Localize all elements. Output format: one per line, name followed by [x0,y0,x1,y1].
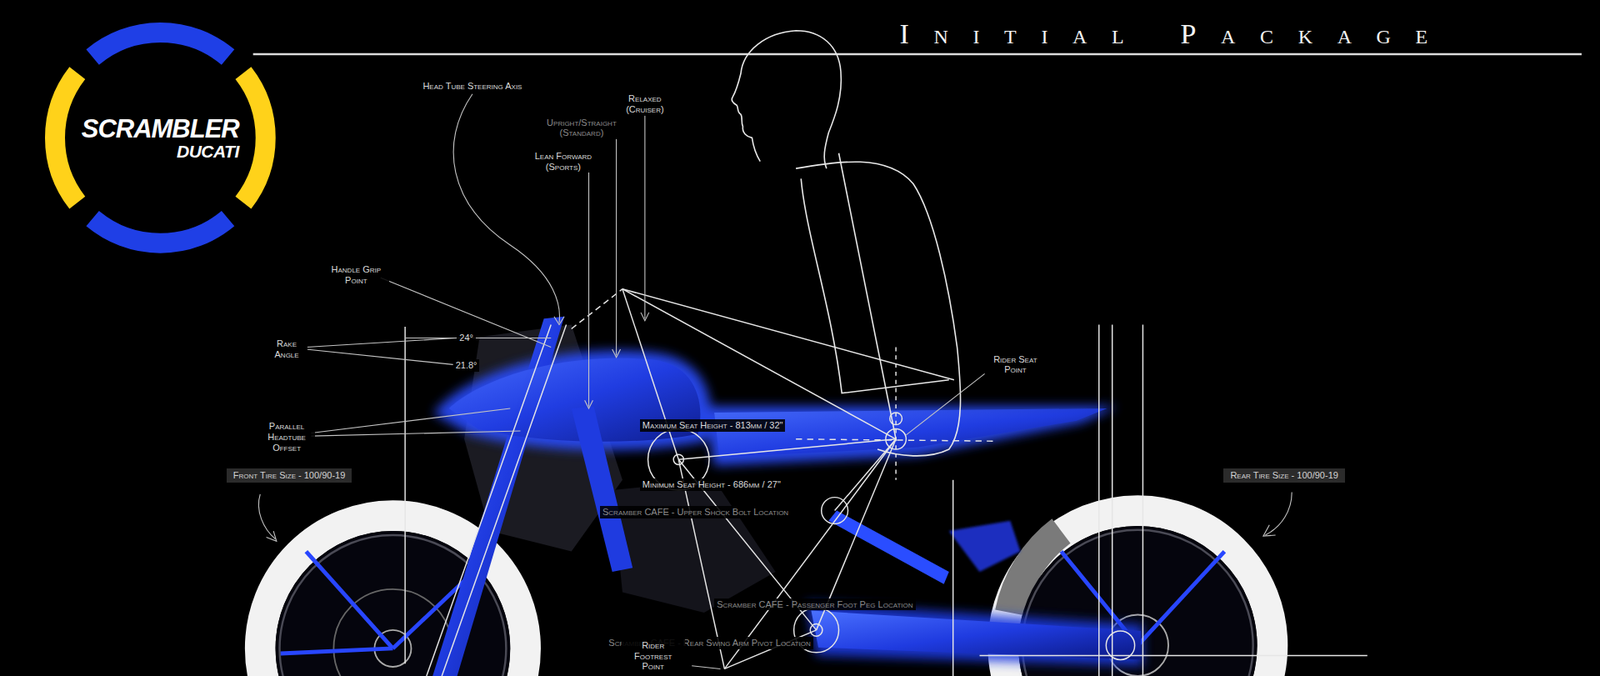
leader-lines [640,312,650,321]
geometry-lines [622,289,955,380]
rider-silhouette [800,178,950,393]
blue-body [949,520,1021,572]
geometry-lines [952,480,954,676]
geometry-lines [1142,325,1144,676]
logo-arc [55,73,78,204]
logo-arc [92,218,228,244]
geometry-lines [724,630,816,670]
callout-label: Parallel Headtube Offset [258,420,315,454]
geometry-lines [980,655,1368,656]
leader-lines [1265,491,1292,535]
geometry-lines [835,439,896,511]
blue-body-glow [805,602,1143,666]
tire-size-tag: Rear Tire Size - 100/90-19 [1223,468,1345,483]
leader-lines [258,494,275,540]
header-rule [253,53,1582,55]
callout-label: 21.8° [453,359,480,372]
callout-label: Lean Forward (Sports) [523,150,604,173]
geometry-lines [724,439,896,670]
callout-label: Handle Grip Point [322,263,390,286]
geometry-lines [895,347,896,480]
blue-body-glow [704,406,1118,466]
geometry-lines [678,439,896,460]
geometry-lines [441,325,566,676]
callout-label: Rake Angle [265,337,308,360]
leader-lines [258,94,1292,670]
rear-wheel [1137,551,1225,646]
blue-body-glow [433,350,710,451]
geometry-lines [1111,325,1113,676]
leader-lines [266,530,277,541]
callout-label: Maximum Seat Height - 813mm / 32" [640,419,786,432]
geometry-lines [1105,630,1135,660]
engine-ghost [612,480,776,613]
callout-label: Rider Footrest Point [621,639,685,673]
callout-label: Relaxed (Cruiser) [616,92,674,115]
leader-lines [585,400,594,409]
geometry-lines [622,289,679,460]
callout-label: Minimum Seat Height - 686mm / 27" [640,478,784,491]
leader-lines [310,408,510,433]
leader-lines [644,114,645,319]
tire-size-text: Front Tire Size - 100/90-19 [233,470,345,481]
leader-lines [1263,525,1276,536]
callout-label: Scramber CAFE - Upper Shock Bolt Locatio… [600,505,791,519]
logo-wordmark: SCRAMBLERDUCATI [81,115,240,160]
blue-body [810,610,1141,660]
geometry-lines [821,497,849,525]
leader-lines [405,337,551,339]
geometry-lines [426,325,551,676]
rider-silhouette [731,30,960,456]
tire-size-tag: Front Tire Size - 100/90-19 [226,468,352,483]
leader-lines [588,170,590,407]
callout-label: 24° [456,331,476,345]
logo-brand: SCRAMBLER [81,115,240,142]
callout-label: Head Tube Steering Axis [420,80,525,93]
geometry-lines [810,624,823,637]
geometry-lines [1098,325,1100,676]
leader-lines [305,349,453,365]
tire-size-text: Rear Tire Size - 100/90-19 [1230,470,1338,481]
leader-lines [305,338,456,348]
geometry-lines [622,289,896,440]
blue-body [432,316,1141,676]
geometry-lines [673,454,684,465]
leader-lines [905,373,985,435]
leader-lines [380,277,551,347]
logo-arc [92,32,228,58]
callout-label: Rider Seat Point [985,353,1045,376]
blue-body [828,510,949,585]
header-rule [253,53,1582,55]
geometry-lines [571,289,623,330]
blue-body [571,406,633,572]
front-wheel [280,648,394,654]
leader-lines [310,430,520,436]
callout-label: Scramber CAFE - Passenger Foot Peg Locat… [714,598,915,611]
rider-silhouette [731,30,841,169]
leader-lines [615,137,617,355]
front-wheel [305,551,393,649]
leader-lines [554,316,565,325]
geometry-lines [404,326,405,664]
callout-label: Upright/Straight (Standard) [537,116,626,140]
leader-lines [612,349,621,358]
rider-silhouette [839,153,897,440]
title-text: Initial Package [898,20,1455,49]
leader-lines [691,665,720,670]
logo-arc [243,73,266,204]
logo-maker: DUCATI [176,142,240,160]
logo-badge: SCRAMBLERDUCATI [45,22,276,254]
